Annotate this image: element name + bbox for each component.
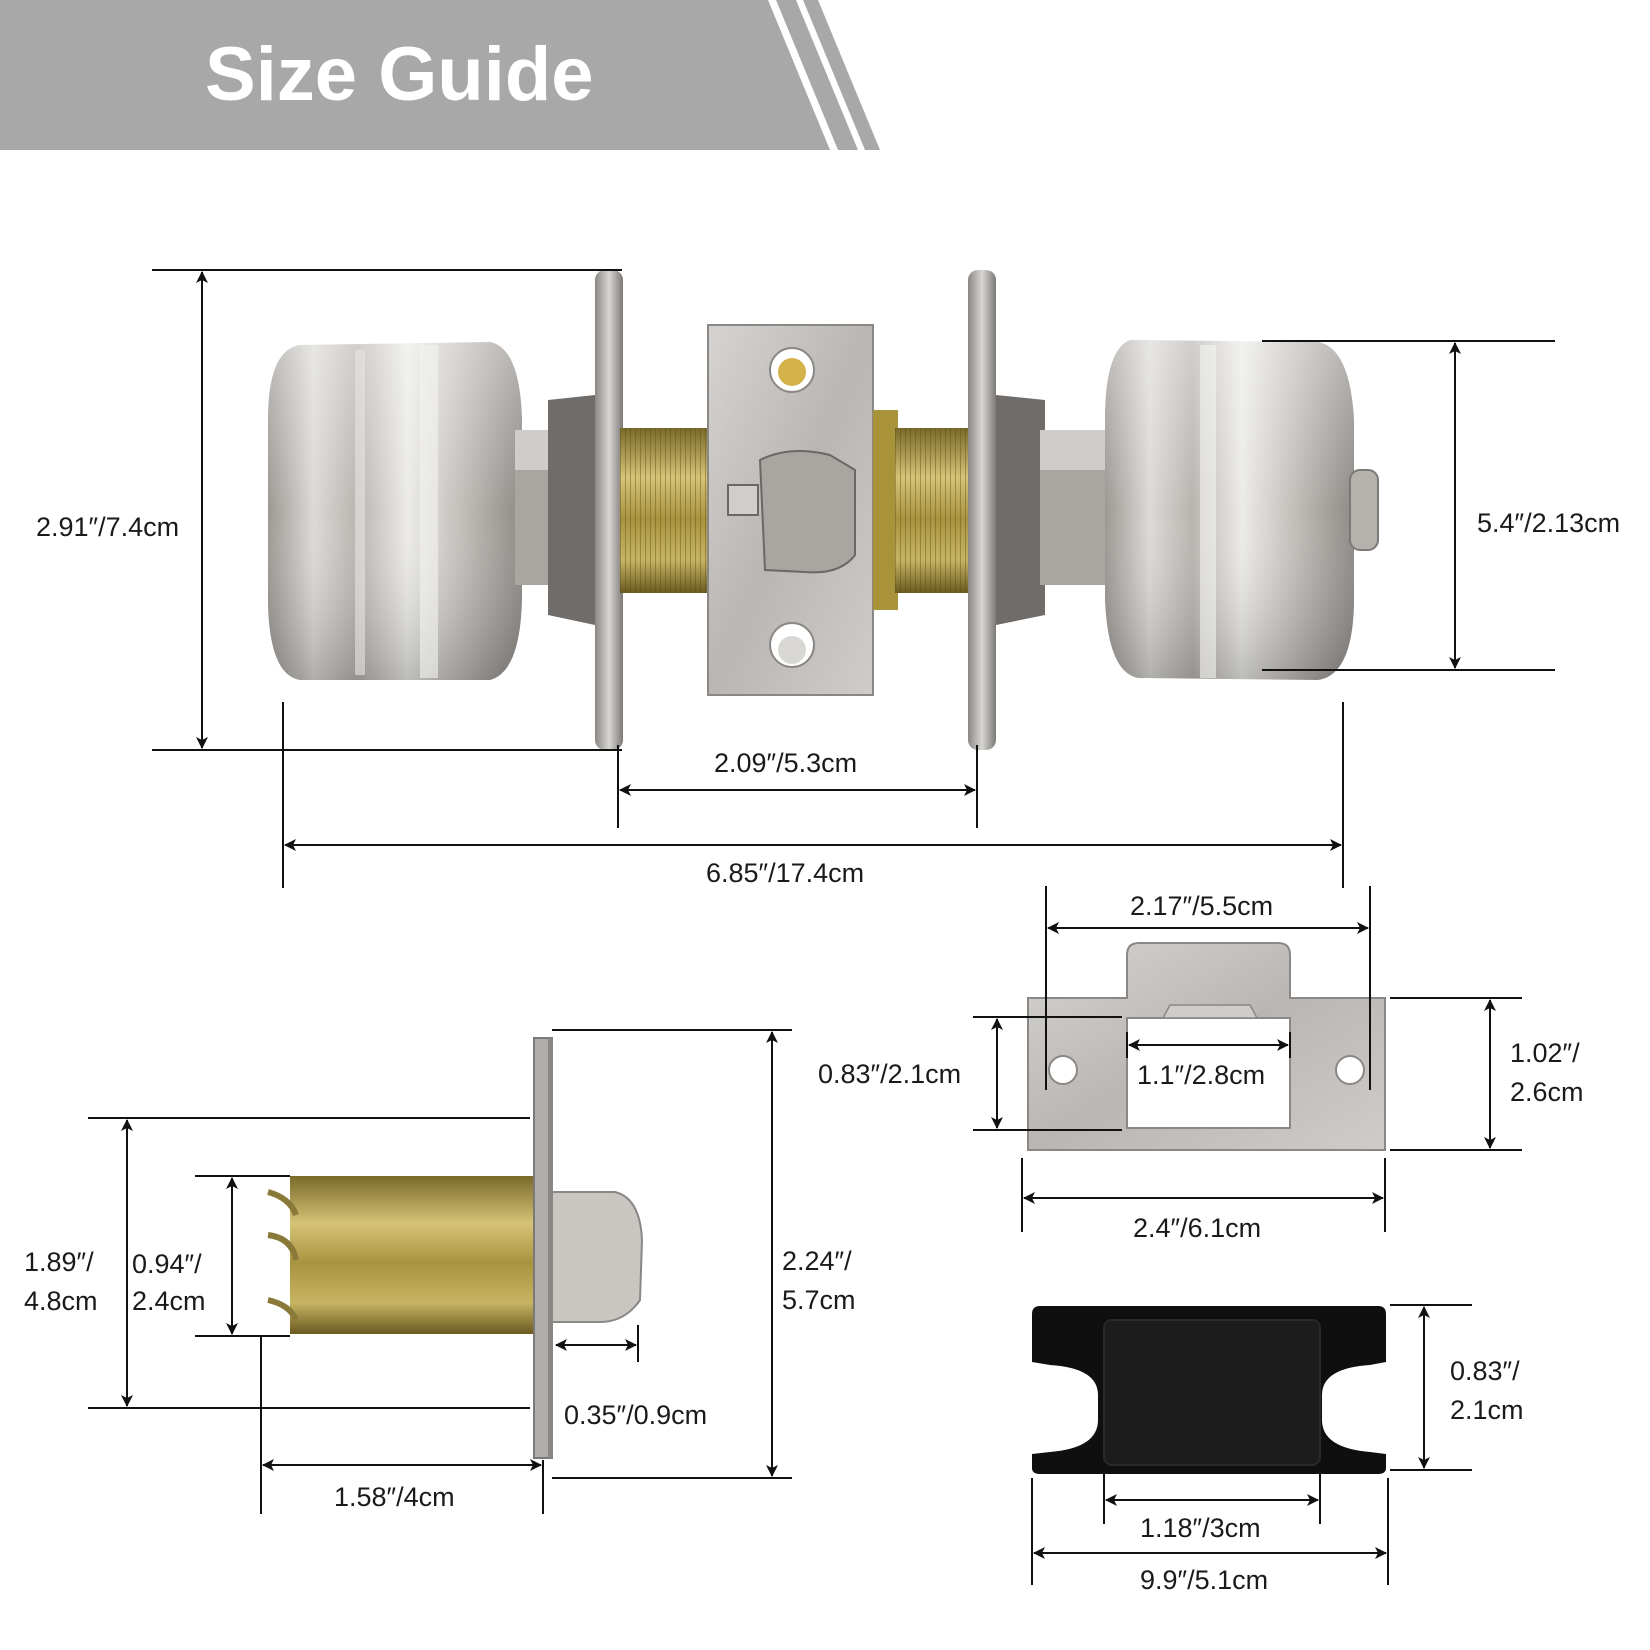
latch-plate-height-label-2: 5.7cm xyxy=(782,1285,856,1315)
strike-right-screw-hole xyxy=(1335,1055,1365,1085)
plate-height-label-1: 1.02″/ xyxy=(1510,1038,1580,1068)
page-title: Size Guide xyxy=(205,32,594,117)
latch-plate-height-label-1: 2.24″/ xyxy=(782,1246,852,1276)
plate-width-label: 2.4″/6.1cm xyxy=(1133,1213,1261,1243)
latch-face-height-label-1: 1.89″/ xyxy=(24,1247,94,1277)
tube-diameter-label-2: 2.4cm xyxy=(132,1286,206,1316)
dust-box-photo xyxy=(1032,1306,1386,1474)
turn-button xyxy=(1349,469,1379,551)
knob-height-label: 5.4″/2.13cm xyxy=(1477,508,1620,538)
right-rose-base xyxy=(996,395,1045,625)
latch-tabs xyxy=(267,1189,299,1322)
latch-tube xyxy=(290,1176,538,1334)
strike-left-screw-hole xyxy=(1048,1055,1078,1085)
strike-plate-photo xyxy=(1027,942,1386,1151)
header-banner: Size Guide xyxy=(0,0,880,150)
dust-box-height-label-2: 2.1cm xyxy=(1450,1395,1524,1425)
left-rose-base xyxy=(548,395,595,625)
latch-dimensions: 1.89″/ 4.8cm 0.94″/ 2.4cm 2.24″/ 5.7cm 0… xyxy=(24,1029,856,1514)
total-height-label: 2.91″/7.4cm xyxy=(36,512,179,542)
tube-diameter-label-1: 0.94″/ xyxy=(132,1249,202,1279)
dust-box-dimensions: 0.83″/ 2.1cm 1.18″/3cm 9.9″/5.1cm xyxy=(1031,1304,1524,1595)
strike-opening xyxy=(1126,1017,1291,1129)
opening-height-label: 0.83″/2.1cm xyxy=(818,1059,961,1089)
latch-bolt-head xyxy=(551,1191,644,1323)
latch-bolt xyxy=(758,450,856,574)
bolt-projection-label: 0.35″/0.9cm xyxy=(564,1400,707,1430)
dust-box-cup xyxy=(1103,1319,1321,1466)
dust-box-height-label-1: 0.83″/ xyxy=(1450,1356,1520,1386)
door-thickness-label: 2.09″/5.3cm xyxy=(714,748,857,778)
knob-dimensions: 2.91″/7.4cm 5.4″/2.13cm 2.09″/5.3cm 6.85… xyxy=(36,269,1620,888)
plate-height-label-2: 2.6cm xyxy=(1510,1077,1584,1107)
strike-plate-dimensions: 2.17″/5.5cm 0.83″/2.1cm 1.1″/2.8cm 1.02″… xyxy=(818,886,1584,1243)
backset-label: 1.58″/4cm xyxy=(334,1482,455,1512)
latch-face-height-label-2: 4.8cm xyxy=(24,1286,98,1316)
latch-photo xyxy=(267,1037,644,1459)
right-rose-plate xyxy=(968,270,996,750)
opening-width-label: 1.1″/2.8cm xyxy=(1137,1060,1265,1090)
left-rose-plate xyxy=(595,270,623,750)
hole-spacing-label: 2.17″/5.5cm xyxy=(1130,891,1273,921)
banner-stripe xyxy=(803,0,880,150)
dust-box-outer-width-label: 9.9″/5.1cm xyxy=(1140,1565,1268,1595)
dust-box-inner-width-label: 1.18″/3cm xyxy=(1140,1513,1261,1543)
knob-assembly-photo xyxy=(268,270,1379,750)
total-length-label: 6.85″/17.4cm xyxy=(706,858,864,888)
banner-stripe xyxy=(776,0,858,150)
banner-background xyxy=(0,0,830,150)
deadlatch-plunger xyxy=(727,484,759,516)
